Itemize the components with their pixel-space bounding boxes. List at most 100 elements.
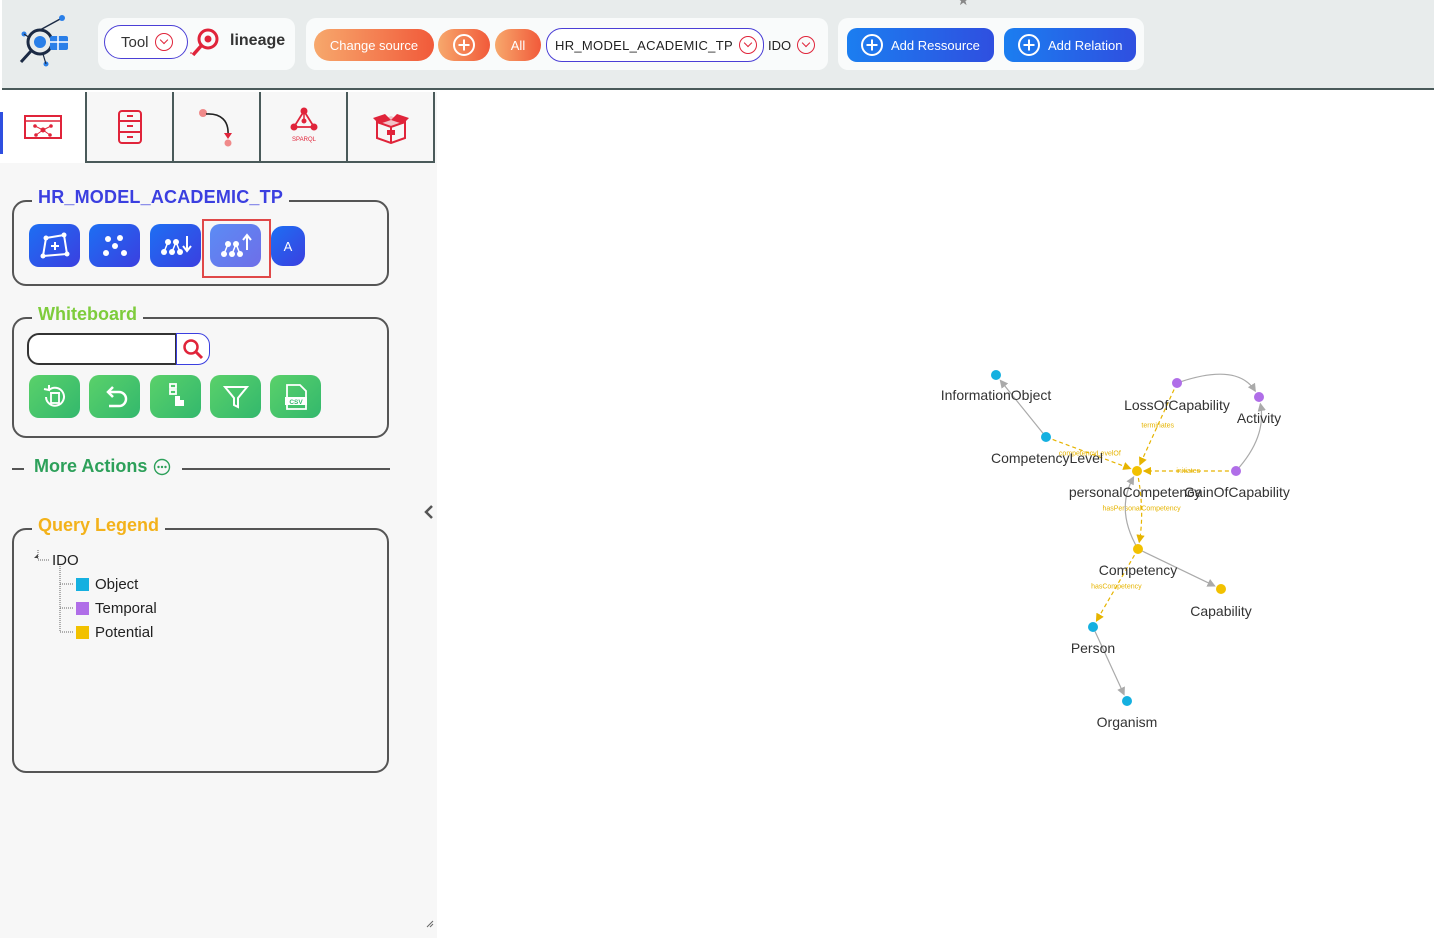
legend-item-potential[interactable]: Potential	[76, 624, 153, 641]
resize-grip-icon[interactable]	[424, 918, 434, 928]
legend-item-object[interactable]: Object	[76, 576, 138, 593]
legend-item-temporal[interactable]: Temporal	[76, 600, 157, 617]
graph-node[interactable]: InformationObject	[941, 370, 1052, 403]
add-relation-label: Add Relation	[1048, 37, 1123, 53]
graph-edge[interactable]	[1136, 470, 1145, 544]
export-csv-button[interactable]: CSV	[270, 375, 321, 418]
graph-edge[interactable]	[1137, 548, 1216, 587]
nodes-icon	[102, 234, 127, 256]
graph-edge[interactable]	[1176, 373, 1256, 393]
path-icon	[198, 108, 232, 146]
potential-swatch	[76, 626, 89, 639]
tool-select-label: Tool	[121, 33, 149, 51]
graph-node-label: CompetencyLevel	[991, 450, 1103, 466]
more-actions-label[interactable]: More Actions	[34, 456, 148, 476]
clear-whiteboard-button[interactable]	[29, 375, 80, 418]
add-source-button[interactable]	[438, 29, 490, 61]
graph-node-dot[interactable]	[1088, 622, 1098, 632]
tab-database[interactable]	[87, 92, 174, 163]
graph-node[interactable]: Activity	[1237, 392, 1281, 426]
graph-edge[interactable]	[1095, 548, 1139, 622]
add-node-button[interactable]	[29, 224, 80, 267]
graph-node-label: Person	[1071, 640, 1115, 656]
all-sources-button[interactable]: All	[495, 29, 541, 61]
whiteboard-search-button[interactable]	[176, 333, 210, 365]
tool-select[interactable]: Tool	[104, 25, 188, 59]
hand-pointer-icon	[168, 382, 184, 406]
graph-node-dot[interactable]	[1254, 392, 1264, 402]
graph-node-dot[interactable]	[1133, 544, 1143, 554]
undo-icon	[105, 385, 127, 407]
select-button[interactable]	[150, 375, 201, 418]
graph-node-dot[interactable]	[1216, 584, 1226, 594]
graph-node-dot[interactable]	[1041, 432, 1051, 442]
graph-node[interactable]: Competency	[1099, 544, 1178, 578]
tab-box[interactable]	[348, 92, 435, 163]
a-button[interactable]: A	[271, 226, 305, 266]
add-relation-button[interactable]: Add Relation	[1004, 28, 1136, 62]
show-nodes-button[interactable]	[89, 224, 140, 267]
tab-graph[interactable]	[0, 92, 87, 163]
tree-root-label: IDO	[52, 552, 79, 569]
graph-edge[interactable]	[1045, 436, 1132, 470]
tab-sparql[interactable]: SPARQL	[261, 92, 348, 163]
source-select-value: HR_MODEL_ACADEMIC_TP	[555, 37, 733, 53]
graph-edge-label: hasCompetency	[1091, 583, 1142, 590]
graph-svg[interactable]: competencyLevelOfterminatesinitiateshasP…	[437, 92, 1434, 938]
add-resource-button[interactable]: Add Ressource	[847, 28, 994, 62]
graph-node-dot[interactable]	[991, 370, 1001, 380]
graph-edge-label: terminates	[1141, 422, 1174, 429]
graph-node[interactable]: Organism	[1097, 696, 1158, 730]
lineage-label[interactable]: lineage	[230, 32, 286, 49]
ancestors-button[interactable]	[210, 224, 261, 267]
graph-node[interactable]: CompetencyLevel	[991, 432, 1103, 466]
graph-icon	[23, 114, 62, 139]
app-logo-icon[interactable]	[16, 12, 74, 68]
graph-edge[interactable]	[1092, 626, 1125, 696]
query-legend-title: Query Legend	[32, 515, 166, 536]
filter-button[interactable]	[210, 375, 261, 418]
graph-edge-label: hasPersonalCompetency	[1102, 505, 1181, 512]
whiteboard-search-input[interactable]	[27, 333, 177, 365]
search-icon	[183, 339, 204, 360]
tree-root-ido[interactable]: IDO	[52, 552, 79, 569]
legend-item-label: Potential	[95, 624, 154, 641]
graph-node[interactable]: Person	[1071, 622, 1115, 656]
top-toolbar: ★ Tool	[0, 0, 1434, 92]
graph-edge[interactable]	[1124, 476, 1139, 550]
source-select[interactable]: HR_MODEL_ACADEMIC_TP	[546, 28, 764, 62]
graph-node[interactable]: Capability	[1190, 584, 1252, 619]
more-options-icon[interactable]	[153, 458, 171, 476]
graph-node-dot[interactable]	[1231, 466, 1241, 476]
graph-node[interactable]: LossOfCapability	[1124, 378, 1230, 413]
graph-edge[interactable]	[1139, 382, 1178, 466]
graph-node[interactable]: personalCompetency	[1069, 466, 1201, 500]
divider	[12, 468, 24, 470]
tab-lineage[interactable]	[174, 92, 261, 163]
ido-select[interactable]: IDO	[768, 36, 816, 54]
graph-node[interactable]: GainOfCapability	[1184, 466, 1290, 500]
sparql-icon: SPARQL	[290, 107, 317, 143]
graph-node-label: Competency	[1099, 562, 1178, 578]
graph-node-dot[interactable]	[1172, 378, 1182, 388]
lineage-search-icon[interactable]	[190, 26, 224, 60]
chevron-down-icon	[738, 36, 757, 54]
graph-node-dot[interactable]	[1132, 466, 1142, 476]
more-actions-section[interactable]: More Actions	[12, 456, 390, 480]
undo-button[interactable]	[89, 375, 140, 418]
toolbar-background: ★ Tool	[2, 0, 1434, 90]
active-tab-marker	[0, 112, 3, 154]
chevron-down-icon	[154, 33, 173, 51]
collapse-panel-icon[interactable]	[424, 504, 434, 520]
descendants-button[interactable]	[150, 224, 201, 267]
graph-edge[interactable]	[1235, 402, 1266, 472]
graph-node-dot[interactable]	[1122, 696, 1132, 706]
model-title: HR_MODEL_ACADEMIC_TP	[32, 187, 290, 208]
chevron-down-icon	[797, 36, 816, 54]
graph-node-label: Organism	[1097, 714, 1158, 730]
change-source-button[interactable]: Change source	[314, 29, 434, 61]
graph-edge[interactable]	[999, 379, 1047, 438]
